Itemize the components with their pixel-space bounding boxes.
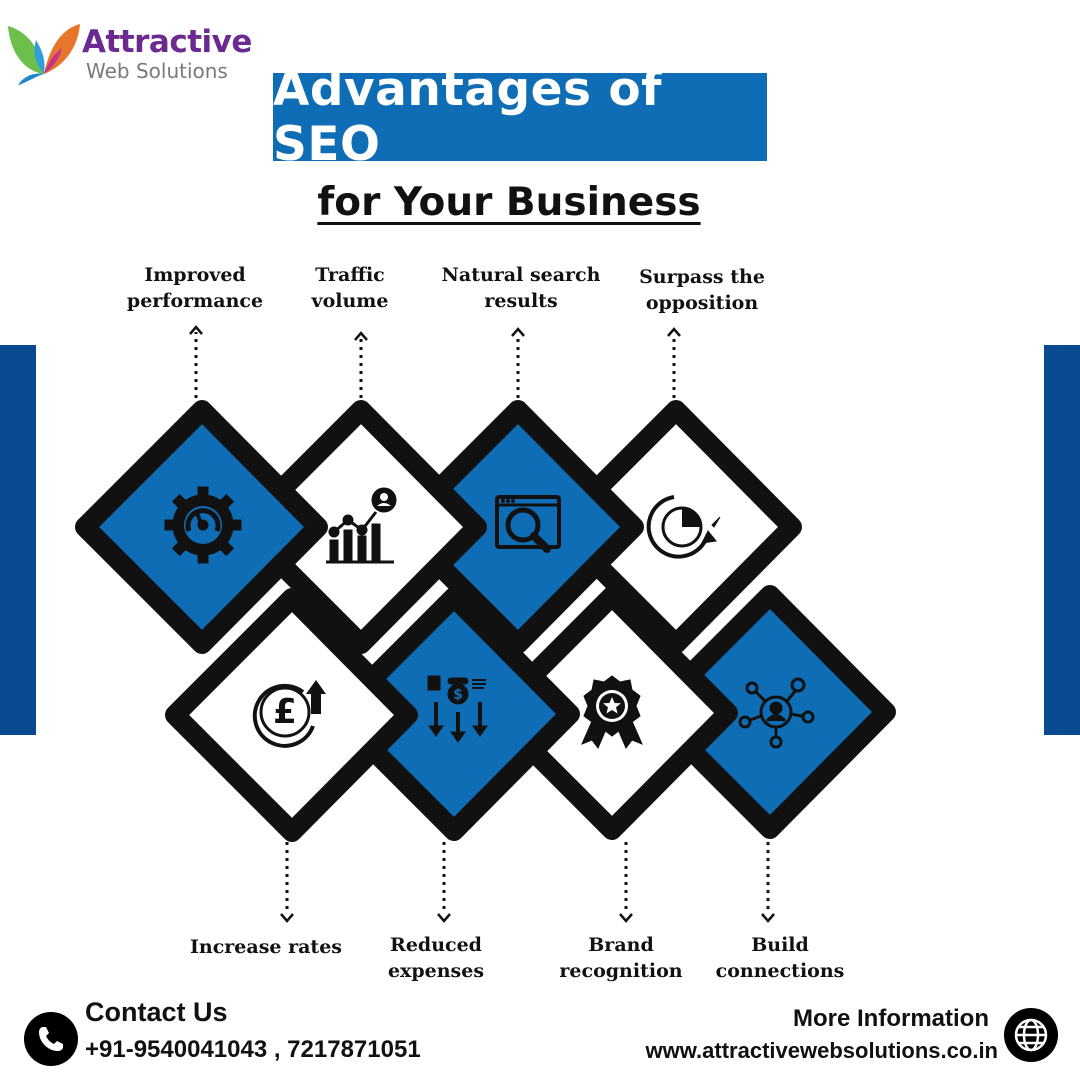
arrow-head-2 [354, 331, 368, 341]
connector-lines-bottom [285, 842, 770, 914]
growth-chart-icon [326, 487, 397, 564]
arrow-head-4 [667, 327, 681, 337]
brand-name: Attractive [82, 24, 252, 60]
left-side-bar [0, 345, 36, 735]
label-surpass-opposition: Surpass the opposition [639, 266, 765, 314]
svg-text:$: $ [453, 687, 463, 703]
label-brand-recognition: Brand recognition [559, 934, 683, 982]
website-link[interactable]: www.attractivewebsolutions.co.in [645, 1038, 998, 1063]
arrow-heads-bottom [280, 913, 775, 923]
logo: Attractive Web Solutions [6, 14, 276, 86]
page-subtitle: for Your Business [317, 180, 701, 225]
cost-down-icon: $ [427, 675, 488, 743]
arrow-head-8 [761, 913, 775, 923]
network-person-icon [738, 677, 815, 749]
label-build-connections: Build connections [715, 934, 845, 982]
browser-search-icon [495, 495, 561, 553]
contact-title: Contact Us [85, 997, 228, 1027]
award-badge-icon [581, 675, 643, 749]
butterfly-logo-icon [8, 24, 80, 85]
svg-text:£: £ [273, 692, 297, 732]
arrow-head-1 [189, 325, 203, 335]
pie-chart-refresh-icon [646, 495, 721, 559]
pound-up-icon: £ [252, 680, 326, 748]
contact-phone-numbers[interactable]: +91-9540041043 , 7217871051 [85, 1036, 421, 1063]
subtitle-row: for Your Business [0, 180, 1018, 225]
right-side-bar [1044, 345, 1080, 735]
arrow-heads-top [189, 325, 681, 341]
label-natural-search-results: Natural search results [441, 264, 601, 312]
label-increase-rates: Increase rates [190, 936, 342, 958]
globe-icon[interactable] [1004, 1008, 1058, 1062]
connector-lines-top [194, 332, 676, 398]
more-info-title: More Information [793, 1005, 989, 1032]
arrow-head-6 [437, 913, 451, 923]
arrow-head-3 [511, 327, 525, 337]
label-traffic-volume: Traffic volume [311, 264, 389, 312]
title-banner: Advantages of SEO [273, 62, 767, 172]
arrow-head-7 [619, 913, 633, 923]
brand-tagline: Web Solutions [86, 59, 228, 83]
label-reduced-expenses: Reduced expenses [387, 934, 485, 982]
phone-icon[interactable] [24, 1012, 78, 1066]
speedometer-gear-icon [164, 486, 242, 564]
arrow-head-5 [280, 913, 294, 923]
page-title: Advantages of SEO [273, 62, 663, 172]
label-improved-performance: Improved performance [126, 264, 264, 312]
diamond-increase-rates [165, 588, 418, 842]
